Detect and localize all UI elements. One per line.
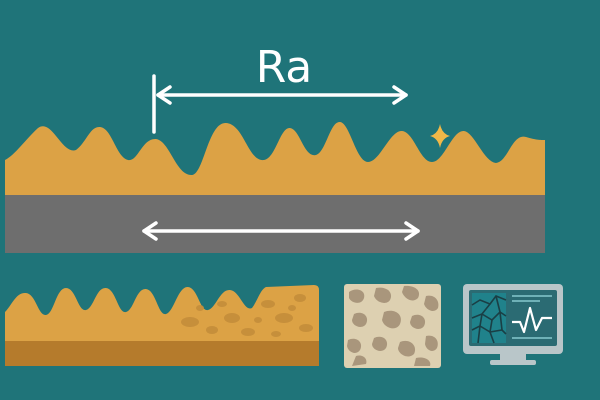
substrate-measurement-arrow (142, 221, 420, 241)
sparkle-icon (430, 124, 450, 148)
substrate-layer (5, 195, 545, 253)
sample-texture-spots (181, 294, 313, 337)
monitor-stand (500, 354, 526, 360)
substrate-arrow-head-right (404, 221, 420, 241)
ra-arrow-head-left (156, 85, 172, 105)
signal-line (512, 306, 552, 334)
grain-structure-panel (471, 293, 507, 344)
ra-label: Ra (256, 42, 313, 93)
main-cross-section (5, 121, 545, 253)
coating-sample-cross-section (5, 285, 319, 366)
rough-coating-layer (5, 121, 545, 195)
monitor-icon (463, 284, 563, 365)
monitor-base (490, 360, 536, 365)
micrograph-spots (347, 285, 439, 366)
micrograph-tile-icon (344, 284, 441, 368)
sample-base-layer (5, 340, 319, 366)
signal-graph (512, 295, 552, 339)
ra-measurement-arrow (152, 74, 408, 134)
sample-coating-layer (5, 285, 319, 341)
substrate-arrow-head-left (142, 221, 158, 241)
ra-arrow-head-right (392, 85, 408, 105)
